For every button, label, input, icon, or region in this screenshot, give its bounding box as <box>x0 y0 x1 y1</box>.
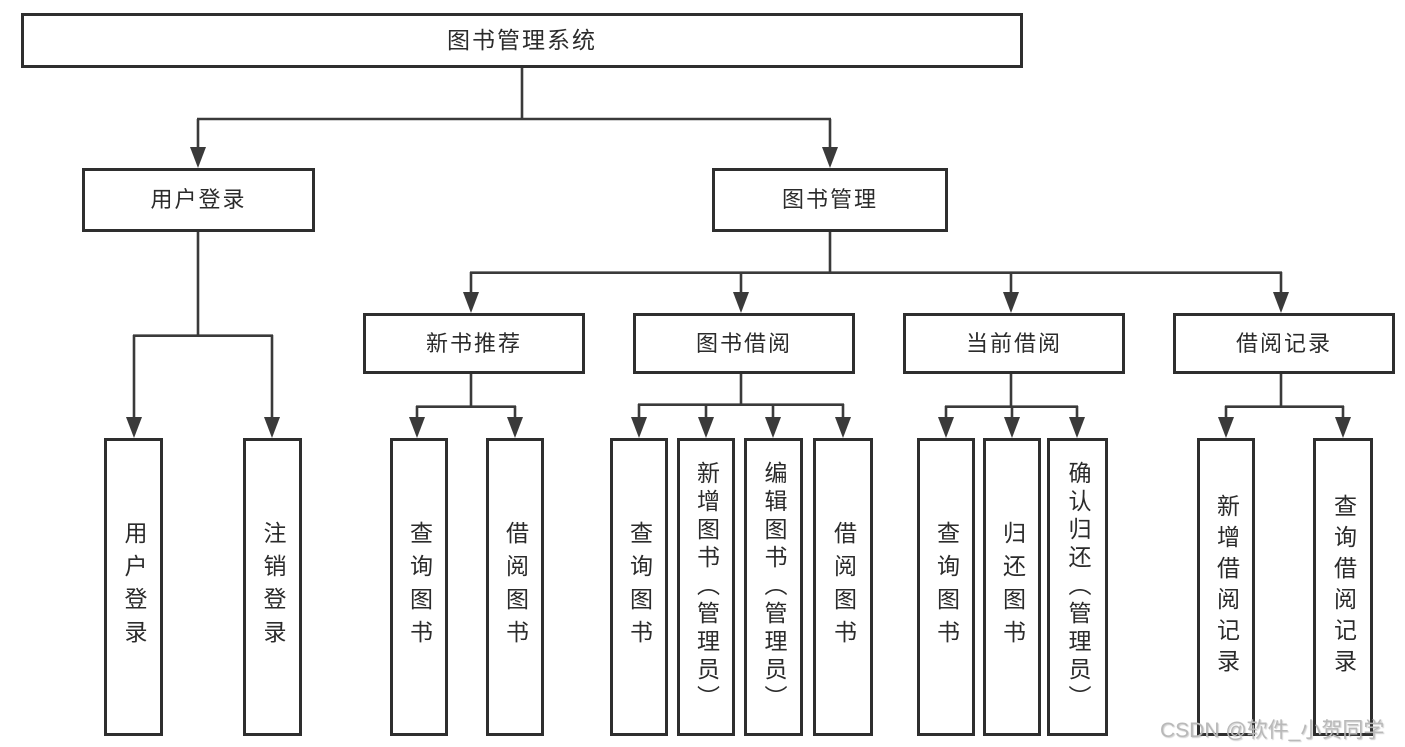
leaf-borrow-book-2: 借阅图书 <box>813 438 873 736</box>
leaf-query-book-3: 查询图书 <box>917 438 975 736</box>
connector-book-borrow <box>637 374 845 421</box>
leaf-add-record: 新增借阅记录 <box>1197 438 1255 736</box>
connector-root <box>196 68 832 152</box>
node-root: 图书管理系统 <box>21 13 1023 68</box>
leaf-edit-book: 编辑图书（管理员） <box>744 438 803 736</box>
node-current-borrow: 当前借阅 <box>903 313 1125 374</box>
connector-book-mgmt <box>469 232 1283 297</box>
node-book-borrow: 图书借阅 <box>633 313 855 374</box>
connector-current-borrow <box>944 374 1079 421</box>
watermark: CSDN @软件_小贺同学 <box>1160 719 1385 742</box>
node-user-login: 用户登录 <box>82 168 315 232</box>
node-borrow-records: 借阅记录 <box>1173 313 1395 374</box>
leaf-logout: 注销登录 <box>243 438 302 736</box>
leaf-query-book-2: 查询图书 <box>610 438 668 736</box>
leaf-add-book: 新增图书（管理员） <box>677 438 735 736</box>
leaf-query-record: 查询借阅记录 <box>1313 438 1373 736</box>
leaf-user-login: 用户登录 <box>104 438 163 736</box>
leaf-borrow-book-1: 借阅图书 <box>486 438 544 736</box>
connector-borrow-records <box>1224 374 1345 421</box>
leaf-confirm-return: 确认归还（管理员） <box>1047 438 1108 736</box>
leaf-query-book-1: 查询图书 <box>390 438 448 736</box>
arrowheads <box>126 147 1351 438</box>
connector-user-login <box>132 232 274 421</box>
node-book-mgmt: 图书管理 <box>712 168 948 232</box>
node-new-book-rec: 新书推荐 <box>363 313 585 374</box>
connector-new-book-rec <box>415 374 517 421</box>
leaf-return-book: 归还图书 <box>983 438 1041 736</box>
